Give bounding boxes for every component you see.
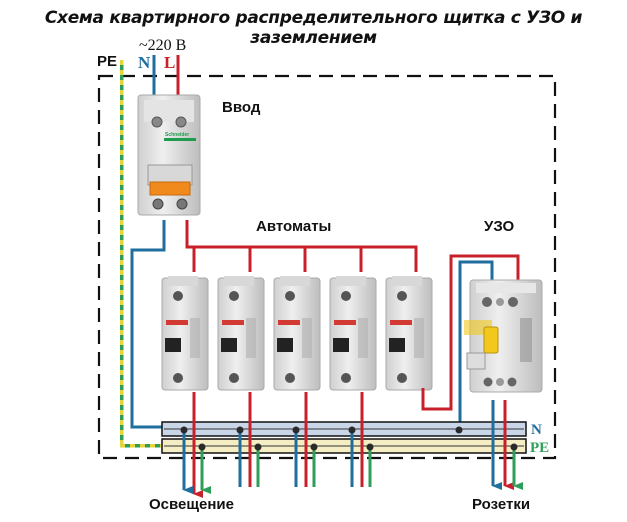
enclosure-border (97, 74, 557, 460)
breakers-label: Автоматы (256, 218, 331, 235)
pe-input-wire-horizontal (120, 444, 164, 448)
pe-bus-junction (254, 443, 262, 451)
circuit-breaker[interactable] (385, 276, 433, 391)
n-bus-junction (180, 426, 188, 434)
circuit-breaker[interactable] (161, 276, 209, 391)
main-breaker[interactable]: Schneider (137, 94, 201, 216)
l-input-label: L (164, 53, 175, 72)
rcd-device[interactable] (464, 279, 543, 393)
rcd-neutral-feed (458, 260, 494, 430)
circuit-breaker[interactable] (217, 276, 265, 391)
outgoing-circuits (180, 392, 374, 498)
circuit-breaker[interactable] (273, 276, 321, 391)
rcd-phase-feed (421, 254, 520, 411)
neutral-from-main (130, 220, 166, 429)
n-input-label: N (138, 53, 151, 72)
n-bus-label: N (531, 422, 542, 438)
breakers-group (161, 276, 433, 391)
rcd-n-bus-junction (455, 426, 463, 434)
phase-from-main (185, 220, 418, 272)
voltage-label: ~220 В (139, 37, 186, 54)
pe-bus-label: PE (530, 440, 549, 456)
n-bus-junction (292, 426, 300, 434)
n-bus-junction (236, 426, 244, 434)
rcd-label: УЗО (484, 218, 515, 235)
circuit-breaker[interactable] (329, 276, 377, 391)
diagram-title: Схема квартирного распределительного щит… (44, 8, 583, 48)
pe-bus-junction (310, 443, 318, 451)
sockets-label: Розетки (472, 496, 530, 513)
pe-bus-junction (366, 443, 374, 451)
pe-bus-junction (198, 443, 206, 451)
sockets-pe-junction (510, 443, 518, 451)
n-bus-junction (348, 426, 356, 434)
lighting-label: Освещение (149, 496, 234, 513)
svg-text:Schneider: Schneider (165, 132, 189, 138)
pe-input-label: PE (97, 53, 117, 70)
pe-input-wire (120, 60, 124, 447)
main-breaker-label: Ввод (222, 99, 261, 116)
